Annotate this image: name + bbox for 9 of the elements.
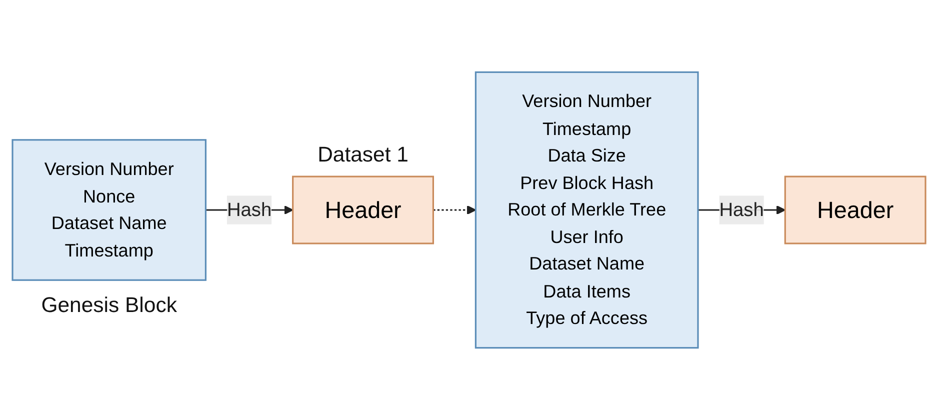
edge-label: Hash	[226, 198, 272, 220]
node-box: Header	[292, 176, 434, 244]
node-box: Version Number Nonce Dataset Name Timestamp	[11, 139, 206, 281]
block-caption: Genesis Block	[40, 292, 176, 317]
node-box: Version Number Timestamp Data Size Prev Block Hash Root of Merkle Tree User Info Dataset Name Data Items Type of Access	[474, 71, 698, 349]
arrow	[432, 205, 476, 215]
node-box: Header	[784, 176, 926, 244]
edge-label: Hash	[718, 198, 764, 220]
block-caption: Dataset 1	[317, 142, 408, 167]
